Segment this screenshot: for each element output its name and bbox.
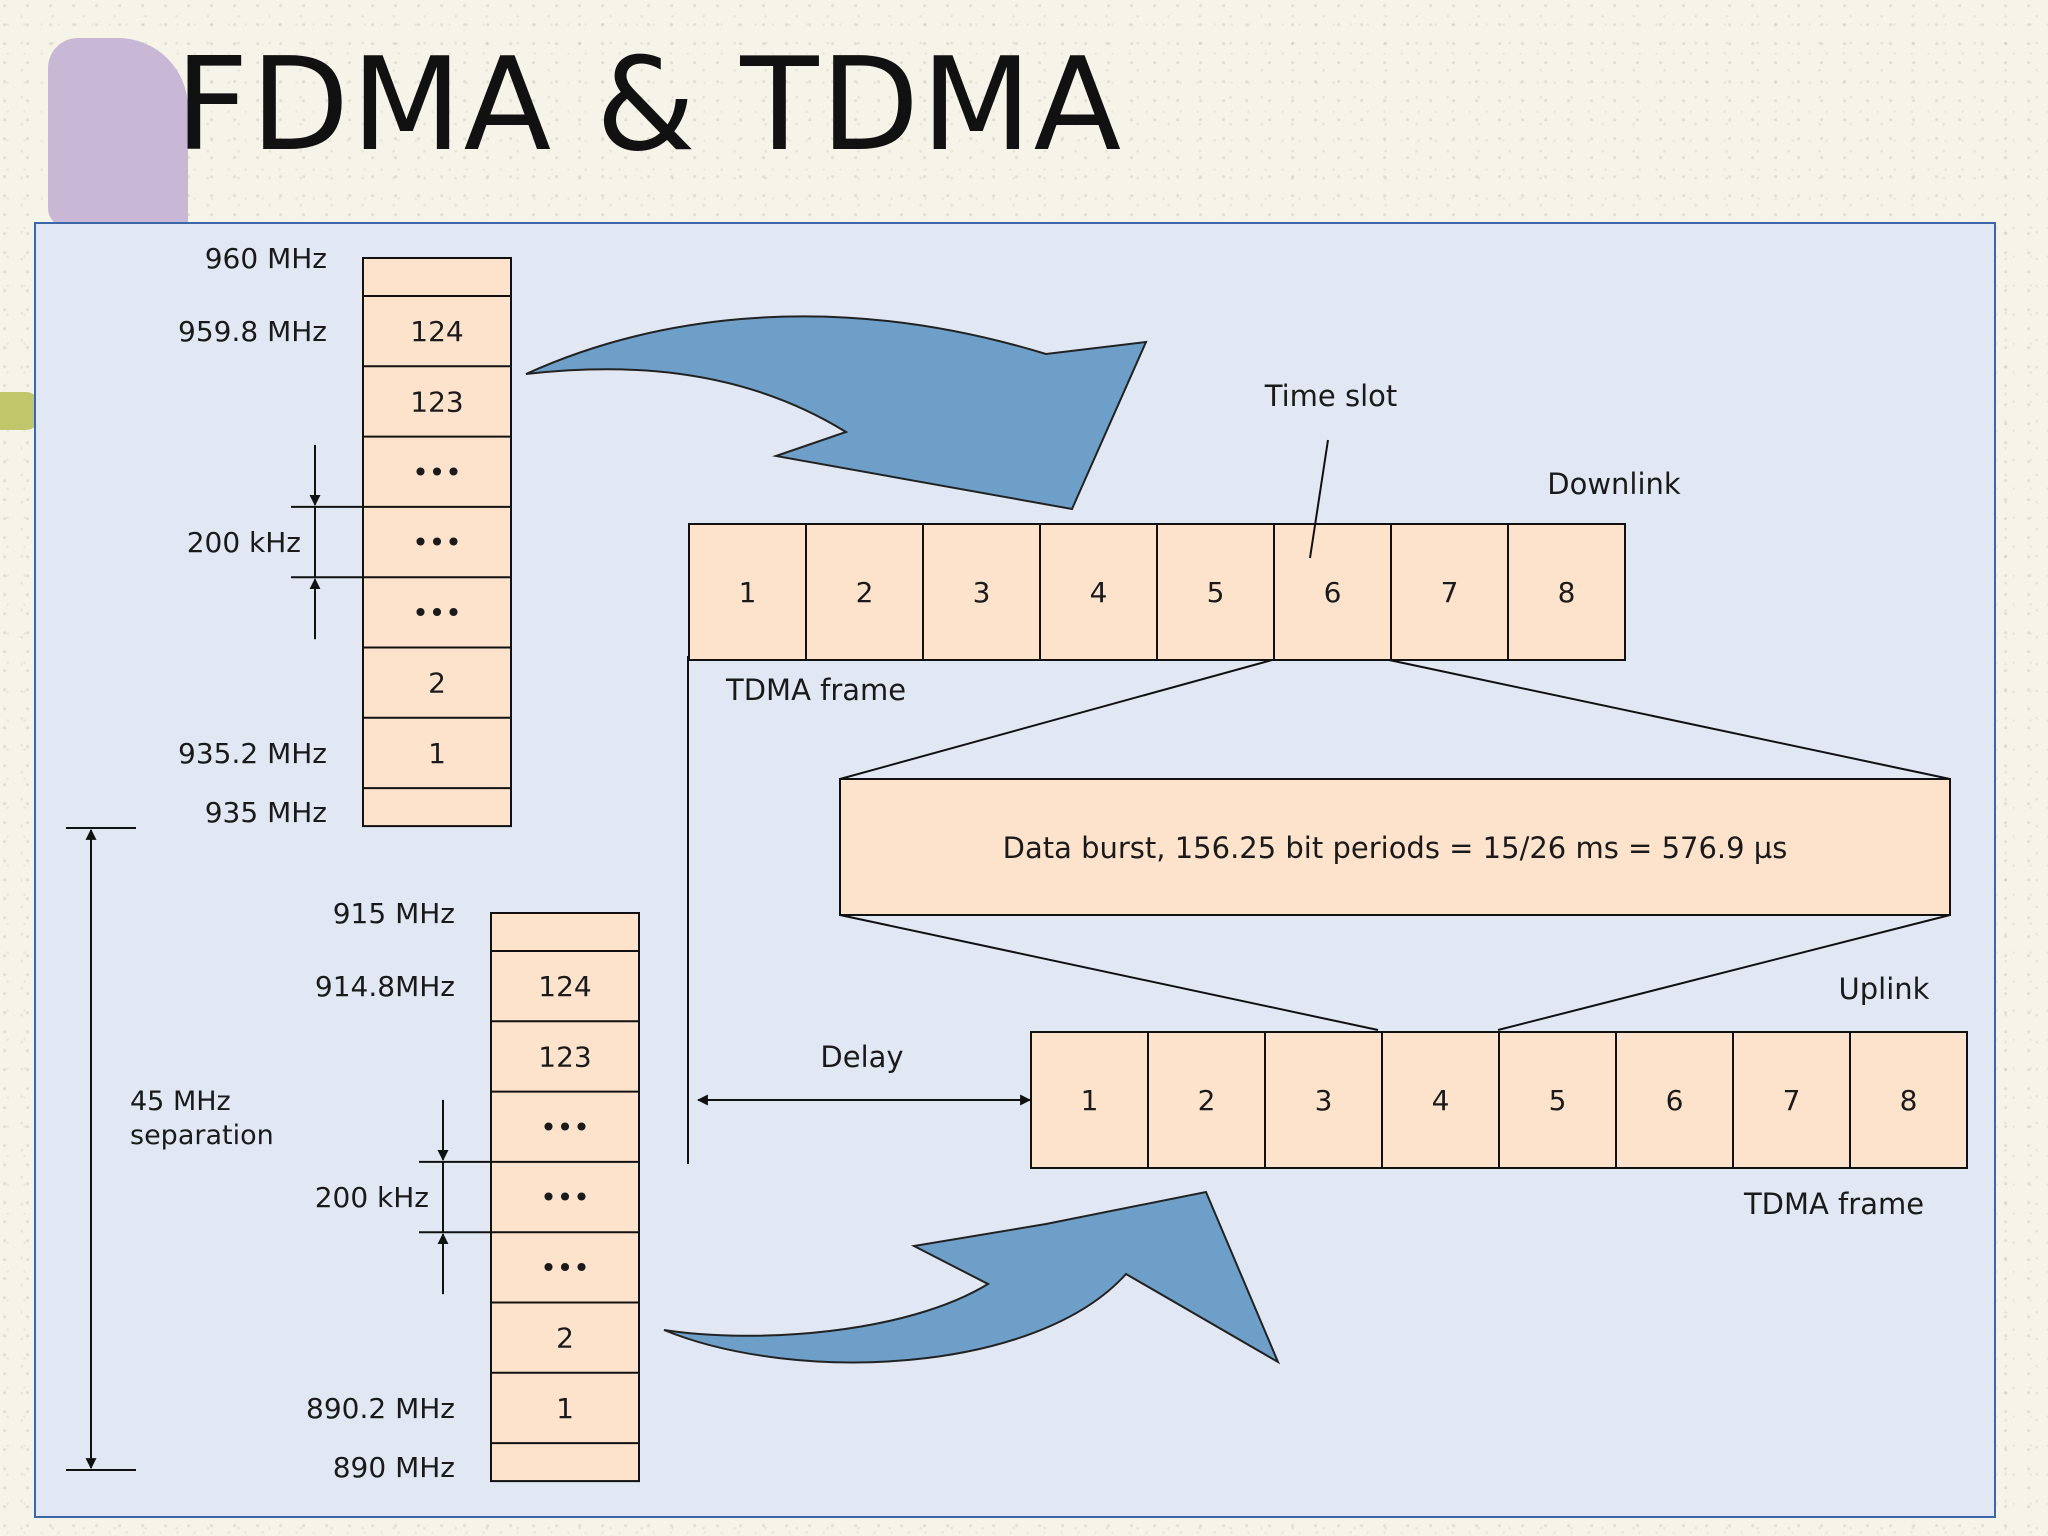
- uplink-frequency-band: 124 123 ••• ••• ••• 2 1 915 MHz 914.8MHz 890.2 MH…: [306, 897, 640, 1484]
- uplink-slot-3: [1264, 1031, 1383, 1169]
- downlink-channel-4-label: •••: [412, 526, 462, 559]
- downlink-slot-4: [1039, 523, 1158, 661]
- uplink-slot-4-label: 4: [1432, 1084, 1450, 1117]
- uplink-channel-3-label: •••: [540, 1111, 590, 1144]
- downlink-band-column: [362, 257, 512, 828]
- downlink-slot-7-label: 7: [1441, 576, 1459, 609]
- downlink-slot-8: [1507, 523, 1626, 661]
- downlink-slot-8-label: 8: [1558, 576, 1576, 609]
- uplink-slot-6-label: 6: [1666, 1084, 1684, 1117]
- uplink-channel-4-label: •••: [540, 1181, 590, 1214]
- downlink-channel-1-label: 124: [410, 315, 463, 348]
- downlink-channel-7-label: 1: [428, 737, 446, 770]
- uplink-slot-8-label: 8: [1900, 1084, 1918, 1117]
- downlink-slot-4-label: 4: [1090, 576, 1108, 609]
- uplink-slot-7: [1732, 1031, 1851, 1169]
- uplink-slot-5-label: 5: [1549, 1084, 1567, 1117]
- downlink-frequency-band: 124 123 ••• ••• ••• 2 1 960 MHz 959.8 MHz 935.2 M…: [178, 242, 512, 829]
- uplink-first-channel-frequency-label: 914.8MHz: [315, 970, 455, 1003]
- downlink-top-frequency-label: 960 MHz: [205, 242, 327, 275]
- uplink-frame-label: TDMA frame: [1743, 1187, 1924, 1221]
- uplink-last-channel-frequency-label: 890.2 MHz: [306, 1392, 455, 1425]
- uplink-slot-2: [1147, 1031, 1266, 1169]
- uplink-slot-5: [1498, 1031, 1617, 1169]
- uplink-channel-5-label: •••: [540, 1251, 590, 1284]
- decorative-purple-shape: [48, 38, 188, 228]
- uplink-band-column: [490, 912, 640, 1483]
- downlink-channel-2-label: 123: [410, 385, 463, 418]
- time-slot-pointer: [1309, 439, 1329, 559]
- uplink-top-frequency-label: 915 MHz: [333, 897, 455, 930]
- downlink-channel-5-label: •••: [412, 596, 462, 629]
- burst-expansion-right-top: [1388, 659, 1951, 780]
- downlink-tdma-frame: 1 2 3 4 5 6 7 8: [688, 523, 1626, 661]
- burst-expansion-right-bottom: [1497, 914, 1951, 1031]
- downlink-slot-2-label: 2: [856, 576, 874, 609]
- uplink-slot-6: [1615, 1031, 1734, 1169]
- uplink-slot-7-label: 7: [1783, 1084, 1801, 1117]
- uplink-slot-1: [1030, 1031, 1149, 1169]
- downlink-slot-1-label: 1: [739, 576, 757, 609]
- burst-expansion-left-bottom: [839, 914, 1379, 1031]
- downlink-label: Downlink: [1547, 467, 1681, 501]
- uplink-label: Uplink: [1839, 972, 1930, 1006]
- uplink-tdma-frame: 1 2 3 4 5 6 7 8: [1030, 1031, 1968, 1169]
- uplink-spacing-label: 200 kHz: [315, 1181, 429, 1214]
- slide-title: FDMA & TDMA: [175, 31, 1124, 180]
- downlink-channel-6-label: 2: [428, 667, 446, 700]
- downlink-slot-1: [688, 523, 807, 661]
- downlink-frame-label: TDMA frame: [725, 673, 906, 707]
- burst-expansion-left-top: [839, 659, 1273, 780]
- uplink-channel-6-label: 2: [556, 1322, 574, 1355]
- downlink-slot-6-label: 6: [1324, 576, 1342, 609]
- downlink-spacing-label: 200 kHz: [187, 526, 301, 559]
- uplink-slot-2-label: 2: [1198, 1084, 1216, 1117]
- downlink-bottom-frequency-label: 935 MHz: [205, 796, 327, 829]
- downlink-slot-3: [922, 523, 1041, 661]
- uplink-channel-1-label: 124: [538, 970, 591, 1003]
- downlink-slot-2: [805, 523, 924, 661]
- uplink-slot-3-label: 3: [1315, 1084, 1333, 1117]
- downlink-slot-5: [1156, 523, 1275, 661]
- downlink-slot-3-label: 3: [973, 576, 991, 609]
- data-burst-box: [839, 778, 1951, 916]
- uplink-mapping-arrow: [663, 1190, 1281, 1365]
- data-burst-label: Data burst, 156.25 bit periods = 15/26 m…: [1003, 831, 1788, 865]
- downlink-first-channel-frequency-label: 959.8 MHz: [178, 315, 327, 348]
- delay-label: Delay: [820, 1040, 903, 1074]
- uplink-slot-4: [1381, 1031, 1500, 1169]
- uplink-channel-7-label: 1: [556, 1392, 574, 1425]
- downlink-channel-3-label: •••: [412, 456, 462, 489]
- downlink-last-channel-frequency-label: 935.2 MHz: [178, 737, 327, 770]
- uplink-slot-8: [1849, 1031, 1968, 1169]
- uplink-slot-1-label: 1: [1081, 1084, 1099, 1117]
- downlink-slot-6: [1273, 523, 1392, 661]
- time-slot-label: Time slot: [1264, 379, 1397, 413]
- decorative-green-shape: [0, 392, 40, 430]
- separation-label-line2: separation: [130, 1120, 274, 1151]
- separation-label-line1: 45 MHz: [130, 1086, 231, 1117]
- downlink-slot-5-label: 5: [1207, 576, 1225, 609]
- downlink-mapping-arrow: [525, 315, 1148, 511]
- uplink-channel-2-label: 123: [538, 1040, 591, 1073]
- uplink-bottom-frequency-label: 890 MHz: [333, 1451, 455, 1484]
